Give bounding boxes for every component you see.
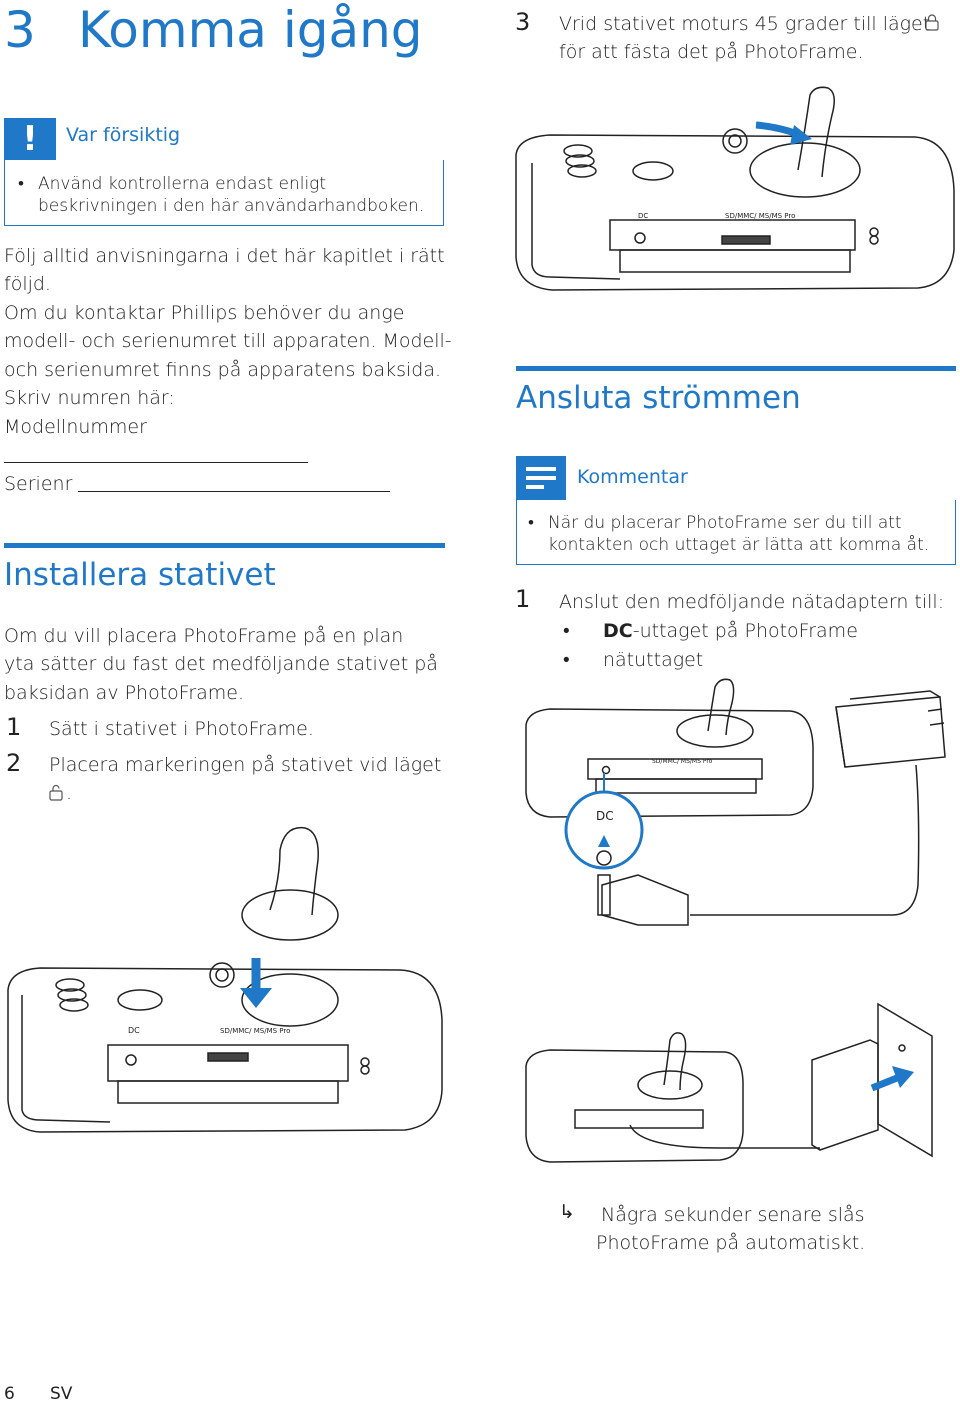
chapter-number: 3 [4, 1, 36, 59]
step-text: Sätt i stativet i PhotoFrame. [49, 718, 314, 740]
bullet-dot: • [563, 649, 570, 671]
intro-line: modell- och serienumret till apparaten. … [4, 330, 452, 352]
stand-insert-illustration: DC SD/MMC/ MS/MS Pro [7, 826, 443, 1133]
intro-line: och serienumret finns på apparatens baks… [4, 359, 442, 381]
step-text-end: . [66, 782, 73, 804]
slot-label: SD/MMC/ MS/MS Pro [725, 212, 795, 220]
intro-line: Följ alltid anvisningarna i det här kapi… [4, 245, 445, 267]
step-number: 2 [6, 749, 22, 777]
step-text: Vrid stativet moturs 45 grader till läge… [559, 13, 931, 35]
bullet-dot: • [563, 620, 570, 642]
step-number: 1 [6, 713, 22, 741]
intro-line: följd. [4, 273, 51, 295]
step-text: Anslut den medföljande nätadaptern till: [559, 591, 945, 613]
caution-bullet: Använd kontrollerna endast enligt [38, 174, 327, 194]
bullet-dot: • [18, 174, 24, 194]
step-text: för att fästa det på PhotoFrame. [559, 41, 864, 63]
result-text: Några sekunder senare slås [601, 1204, 865, 1226]
section-title-install: Installera stativet [4, 557, 276, 593]
result-arrow-icon: ↳ [559, 1201, 575, 1223]
note-box [516, 500, 956, 565]
install-text: baksidan av PhotoFrame. [4, 682, 245, 704]
install-text: Om du vill placera PhotoFrame på en plan [4, 625, 404, 647]
intro-line: Skriv numren här: [4, 387, 175, 409]
dc-bullet-rest: -uttaget på PhotoFrame [632, 620, 858, 642]
caution-label: Var försiktig [66, 124, 181, 146]
step-number: 1 [515, 585, 531, 613]
slot-label: SD/MMC/ MS/MS Pro [220, 1027, 290, 1035]
result-text: PhotoFrame på automatiskt. [596, 1232, 866, 1254]
stand-rotate-illustration: DC SD/MMC/ MS/MS Pro [515, 86, 955, 291]
page-number: 6 [4, 1384, 15, 1404]
dc-label: DC [128, 1026, 140, 1035]
model-label: Modellnummer [4, 416, 147, 438]
intro-line: Om du kontaktar Phillips behöver du ange [4, 302, 405, 324]
language-code: SV [50, 1384, 73, 1404]
install-text: yta sätter du fast det medföljande stati… [4, 653, 438, 675]
chapter-title: Komma igång [78, 1, 423, 59]
note-bullet-cont: kontakten och uttaget är lätta att komma… [548, 535, 930, 555]
outlet-connection-illustration [525, 1002, 933, 1163]
serial-label: Serienr [4, 473, 73, 495]
model-number-line [4, 462, 308, 463]
bullet-text: nätuttaget [603, 649, 704, 671]
section-rule [4, 543, 445, 548]
bullet-text: DC-uttaget på PhotoFrame [603, 617, 858, 646]
exclamation-icon: ! [4, 118, 56, 160]
bullet-dot: • [528, 513, 534, 533]
dc-bold-label: DC [603, 620, 633, 642]
step-text: Placera markeringen på stativet vid läge… [49, 754, 442, 776]
unlock-icon [49, 784, 63, 801]
note-icon [516, 456, 566, 500]
step-number: 3 [515, 8, 531, 36]
slot-label: SD/MMC/ MS/MS Pro [652, 758, 713, 765]
section-rule [516, 366, 956, 371]
dc-port-label: DC [596, 809, 614, 823]
dc-connection-illustration: DC SD/MMC/ MS/MS Pro [525, 678, 946, 926]
section-title-power: Ansluta strömmen [516, 380, 801, 416]
serial-number-line [78, 491, 390, 492]
dc-label: DC [638, 212, 648, 220]
note-bullet: När du placerar PhotoFrame ser du till a… [548, 513, 902, 533]
lock-icon [925, 14, 939, 31]
note-label: Kommentar [577, 466, 688, 488]
caution-bullet-cont: beskrivningen i den här användarhandboke… [38, 196, 425, 216]
